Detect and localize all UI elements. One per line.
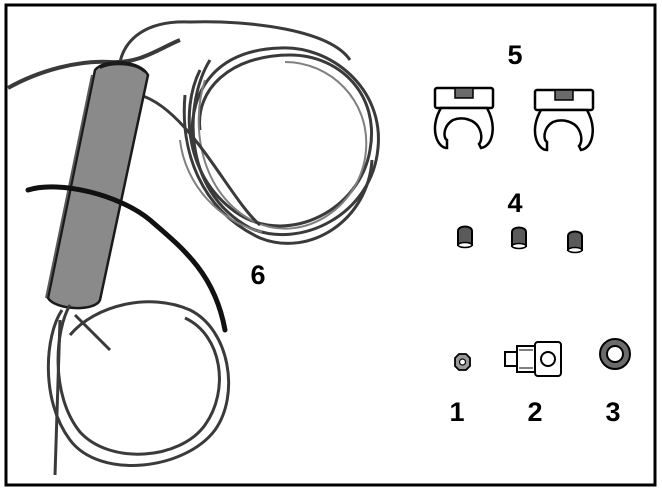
- tube-cap-set: [457, 225, 583, 254]
- tube-coil-lower: [46, 300, 231, 476]
- tube-cap-icon: [567, 230, 583, 254]
- tube-clip-icon: [533, 88, 595, 152]
- part-label-6: 6: [250, 260, 265, 290]
- tube-line: [25, 184, 228, 333]
- part-label-4: 4: [507, 188, 522, 218]
- part-label-5: 5: [507, 40, 522, 70]
- tube-coil-upper: [182, 46, 380, 245]
- tube-line: [139, 93, 261, 227]
- tube-coil-upper-light: [179, 61, 368, 233]
- tube-clip-pair: [433, 86, 595, 152]
- small-nut-icon: [454, 353, 471, 371]
- water-filter-tubing-assembly: [7, 20, 380, 476]
- tube-cap-icon: [457, 225, 473, 249]
- part-label-3: 3: [605, 397, 620, 427]
- tube-clip-icon: [433, 86, 495, 150]
- tube-cap-icon: [511, 226, 527, 250]
- part-label-1: 1: [449, 397, 464, 427]
- washer-icon: [599, 338, 631, 370]
- valve-adapter-icon: [504, 341, 562, 377]
- tube-line: [118, 20, 352, 63]
- part-label-2: 2: [527, 397, 542, 427]
